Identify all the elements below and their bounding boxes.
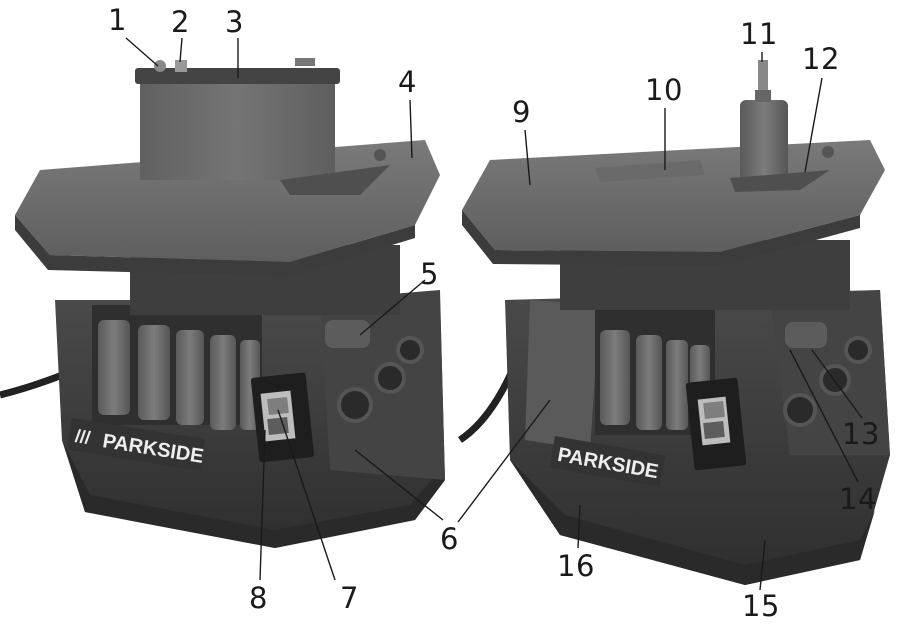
leader-lines [125,37,863,591]
callout-7: 7 [340,581,359,615]
switch-panel-left [250,372,314,463]
callout-11: 11 [740,17,778,51]
sleeve-holder-left [92,305,262,430]
knob-left [325,320,370,348]
callout-9: 9 [512,95,531,129]
left-sander: /// PARKSIDE [0,58,445,548]
belt-unit [135,58,340,180]
side-panel-right [525,300,600,450]
right-sander: PARKSIDE [457,60,890,585]
callout-10: 10 [645,73,683,107]
callout-15: 15 [742,589,780,623]
callout-4: 4 [398,65,417,99]
spindle-sleeve [730,60,834,192]
callout-8: 8 [249,581,268,615]
callout-13: 13 [842,417,880,451]
callout-16: 16 [557,549,595,583]
callout-1: 1 [108,3,127,37]
switch-panel-right [685,377,747,471]
callout-12: 12 [802,42,840,76]
callout-14: 14 [839,482,877,516]
callout-5: 5 [420,257,439,291]
svg-text:///: /// [74,426,92,448]
callout-6: 6 [440,522,459,556]
callout-3: 3 [225,5,244,39]
callout-2: 2 [171,5,190,39]
knob-right [785,322,827,348]
